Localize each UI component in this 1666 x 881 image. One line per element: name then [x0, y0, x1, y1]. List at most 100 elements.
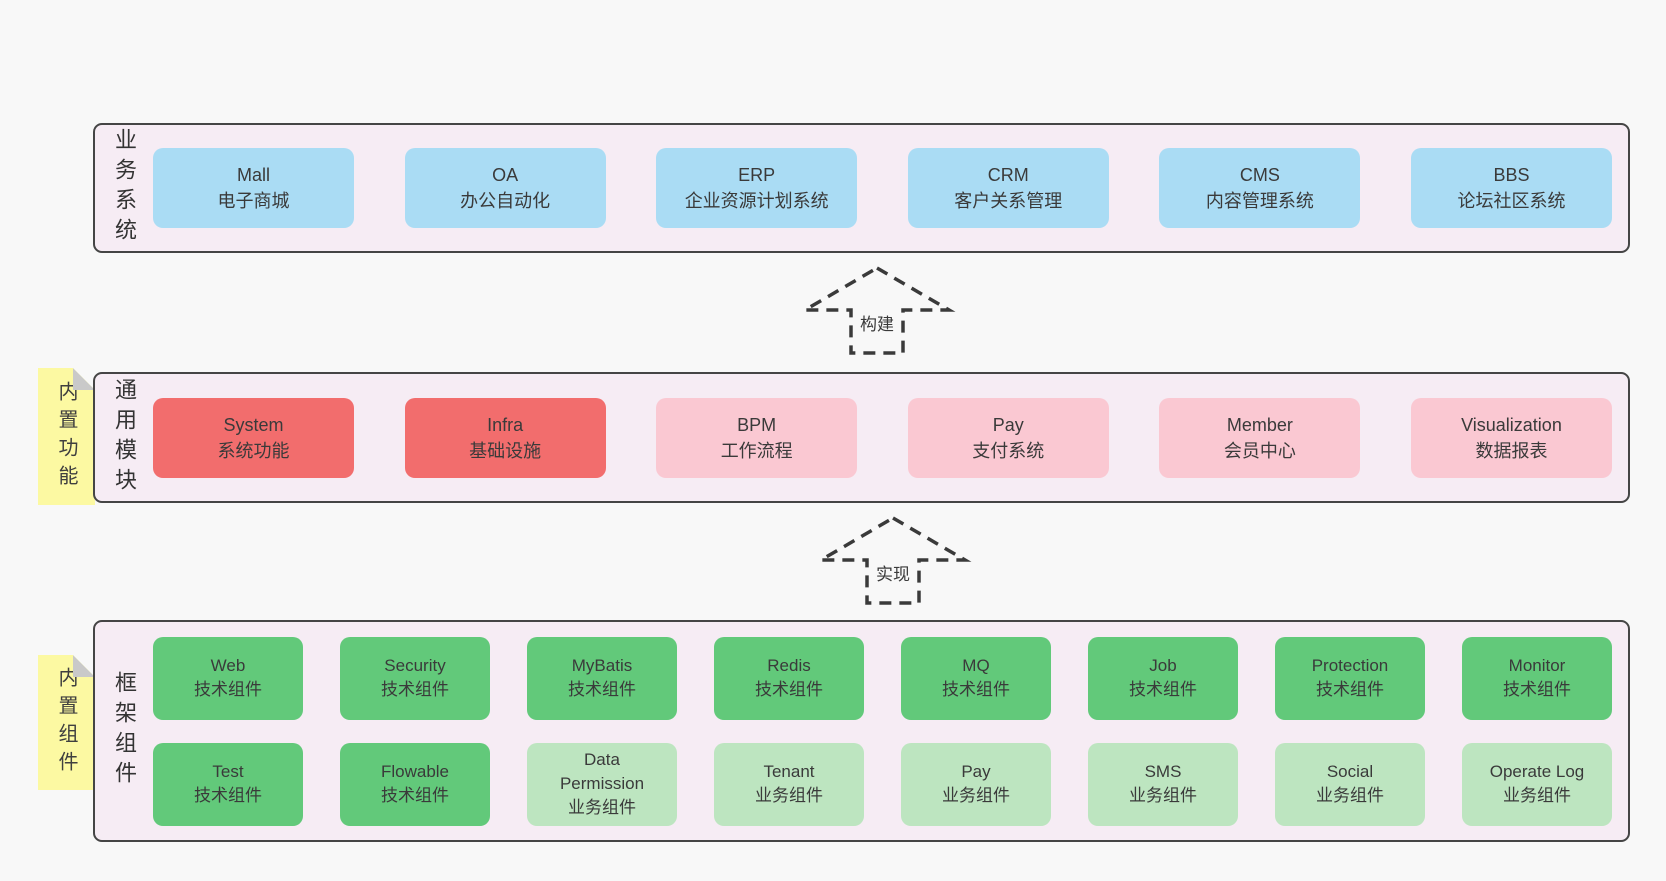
box-subtitle: 技术组件 — [194, 786, 262, 805]
box-title: Operate Log — [1489, 762, 1585, 781]
box-subtitle: 会员中心 — [1223, 440, 1296, 461]
framework-components-panel: 框架组件 Web 技术组件 Security 技术组件 MyBatis 技术组件… — [93, 620, 1630, 842]
box-title: Security — [384, 656, 446, 675]
box-subtitle: 数据报表 — [1475, 440, 1548, 461]
box-oa: OA 办公自动化 — [404, 148, 606, 228]
box-sms: SMS 业务组件 — [1088, 742, 1238, 826]
box-title: Monitor — [1508, 656, 1566, 675]
builtin-components-label: 内置组件 — [55, 666, 77, 779]
box-subtitle: 技术组件 — [1129, 680, 1197, 699]
box-title: Protection — [1311, 656, 1389, 675]
box-mall: Mall 电子商城 — [153, 148, 354, 228]
box-subtitle: 工作流程 — [720, 440, 793, 461]
box-subtitle: 技术组件 — [194, 680, 262, 699]
box-test: Test 技术组件 — [153, 742, 303, 826]
box-subtitle: 技术组件 — [381, 786, 449, 805]
box-title: Infra — [487, 414, 524, 435]
box-title: Visualization — [1461, 414, 1562, 435]
box-title: ERP — [738, 165, 776, 185]
box-subtitle: 技术组件 — [1503, 680, 1571, 699]
box-subtitle: 技术组件 — [1316, 680, 1384, 699]
box-bbs: BBS 论坛社区系统 — [1410, 148, 1612, 228]
box-title: Test — [212, 762, 244, 781]
box-cms: CMS 内容管理系统 — [1159, 148, 1361, 228]
box-subtitle: 技术组件 — [568, 680, 636, 699]
common-modules-label: 通用模块 — [112, 377, 137, 498]
box-subtitle: 支付系统 — [972, 440, 1045, 461]
business-systems-row: Mall 电子商城 OA 办公自动化 ERP 企业资源计划系统 CRM 客户关系… — [153, 148, 1612, 228]
box-title: Tenant — [763, 762, 815, 781]
box-subtitle: 业务组件 — [1129, 786, 1197, 805]
note-fold-icon — [73, 655, 95, 677]
box-subtitle: 客户关系管理 — [954, 191, 1063, 211]
box-subtitle: 内容管理系统 — [1205, 191, 1314, 211]
box-title: Job — [1149, 656, 1177, 675]
box-job: Job 技术组件 — [1088, 636, 1238, 720]
box-mybatis: MyBatis 技术组件 — [527, 636, 677, 720]
box-protection: Protection 技术组件 — [1275, 636, 1425, 720]
box-subtitle: 电子商城 — [217, 191, 290, 211]
box-operate-log: Operate Log 业务组件 — [1462, 742, 1612, 826]
box-subtitle: 业务组件 — [1503, 786, 1571, 805]
up-arrow-dashed-icon — [798, 265, 956, 355]
box-title: Member — [1226, 414, 1293, 435]
box-title: OA — [492, 165, 519, 185]
up-arrow-dashed-icon — [814, 515, 972, 605]
box-web: Web 技术组件 — [153, 636, 303, 720]
business-systems-content: Mall 电子商城 OA 办公自动化 ERP 企业资源计划系统 CRM 客户关系… — [153, 125, 1612, 251]
common-modules-content: System 系统功能 Infra 基础设施 BPM 工作流程 Pay 支付系统… — [153, 374, 1612, 501]
build-arrow-label: 构建 — [856, 310, 898, 335]
box-visualization: Visualization 数据报表 — [1410, 397, 1612, 478]
box-title: Web — [210, 656, 246, 675]
box-security: Security 技术组件 — [340, 636, 490, 720]
box-title: Pay — [992, 414, 1024, 435]
box-title: MyBatis — [571, 656, 633, 675]
business-systems-label: 业务系统 — [112, 128, 137, 248]
box-system: System 系统功能 — [153, 397, 354, 478]
builtin-components-note: 内置组件 — [38, 655, 95, 790]
box-member: Member 会员中心 — [1159, 397, 1361, 478]
box-subtitle: 业务组件 — [755, 786, 823, 805]
box-title: Redis — [767, 656, 811, 675]
box-title: BBS — [1493, 165, 1530, 185]
builtin-features-note: 内置功能 — [38, 368, 95, 505]
box-redis: Redis 技术组件 — [714, 636, 864, 720]
framework-components-row-1: Web 技术组件 Security 技术组件 MyBatis 技术组件 Redi… — [153, 636, 1612, 720]
box-infra: Infra 基础设施 — [404, 397, 606, 478]
box-subtitle: 系统功能 — [217, 440, 290, 461]
build-arrow: 构建 — [797, 264, 957, 356]
box-monitor: Monitor 技术组件 — [1462, 636, 1612, 720]
box-title: Mall — [236, 165, 270, 185]
box-subtitle: 技术组件 — [942, 680, 1010, 699]
box-subtitle: 办公自动化 — [460, 191, 551, 211]
framework-components-row-2: Test 技术组件 Flowable 技术组件 Data Permission … — [153, 742, 1612, 826]
box-flowable: Flowable 技术组件 — [340, 742, 490, 826]
business-systems-panel: 业务系统 Mall 电子商城 OA 办公自动化 ERP 企业资源计划系统 CRM… — [93, 123, 1630, 253]
box-title: System — [223, 414, 284, 435]
box-subtitle: 业务组件 — [942, 786, 1010, 805]
box-title: CMS — [1239, 165, 1280, 185]
box-title: CRM — [987, 165, 1029, 185]
box-subtitle: 业务组件 — [1316, 786, 1384, 805]
box-title: SMS — [1144, 762, 1182, 781]
box-pay-module: Pay 支付系统 — [907, 397, 1109, 478]
box-erp: ERP 企业资源计划系统 — [656, 148, 858, 228]
box-subtitle: 技术组件 — [755, 680, 823, 699]
note-fold-icon — [73, 368, 95, 390]
framework-components-content: Web 技术组件 Security 技术组件 MyBatis 技术组件 Redi… — [153, 622, 1612, 840]
box-tenant: Tenant 业务组件 — [714, 742, 864, 826]
box-bpm: BPM 工作流程 — [656, 397, 858, 478]
implement-arrow: 实现 — [813, 514, 973, 606]
box-title: Pay — [961, 762, 991, 781]
framework-components-label: 框架组件 — [112, 671, 137, 791]
builtin-features-label: 内置功能 — [55, 380, 77, 493]
box-data-permission: Data Permission 业务组件 — [527, 742, 677, 826]
box-social: Social 业务组件 — [1275, 742, 1425, 826]
box-title: MQ — [962, 656, 990, 675]
box-subtitle: 企业资源计划系统 — [684, 191, 829, 211]
box-crm: CRM 客户关系管理 — [907, 148, 1109, 228]
box-pay-component: Pay 业务组件 — [901, 742, 1051, 826]
box-title: Social — [1326, 762, 1374, 781]
box-subtitle: 论坛社区系统 — [1457, 191, 1566, 211]
